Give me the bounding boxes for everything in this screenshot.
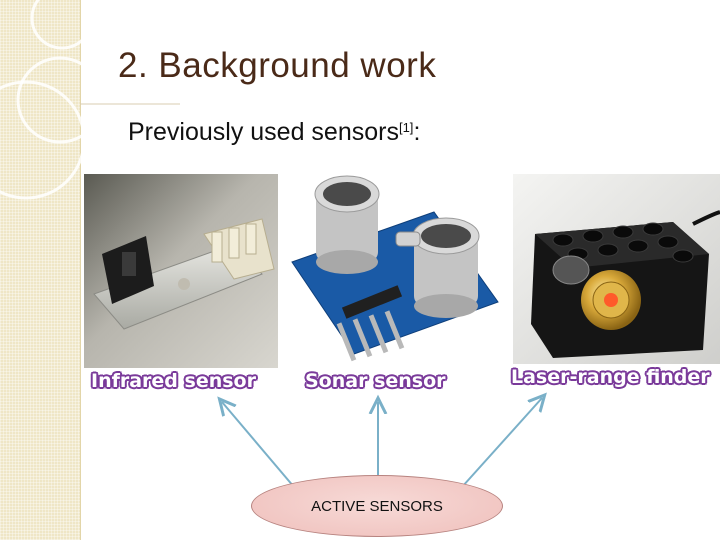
decorative-side-strip: [0, 0, 81, 540]
citation-ref: [1]: [398, 120, 414, 135]
arrow-to-laser: [461, 398, 542, 488]
infrared-sensor-photo: [84, 174, 278, 368]
active-sensors-label: ACTIVE SENSORS: [311, 497, 443, 515]
slide-title: 2. Background work: [118, 46, 437, 85]
infrared-sensor-label: Infrared sensor: [91, 370, 256, 392]
sonar-sensor-photo: [284, 172, 506, 368]
decorative-circles: [0, 0, 180, 200]
arrow-to-infrared: [222, 402, 295, 488]
subtitle-text: Previously used sensors: [128, 118, 399, 146]
sonar-sensor-label: Sonar sensor: [305, 370, 446, 392]
active-sensors-node: ACTIVE SENSORS: [251, 475, 503, 537]
laser-range-finder-label: Laser-range finder: [511, 366, 710, 388]
laser-range-finder-photo: [513, 174, 720, 364]
subtitle-suffix: :: [413, 118, 421, 146]
slide-subtitle: Previously used sensors[1]:: [128, 118, 420, 147]
